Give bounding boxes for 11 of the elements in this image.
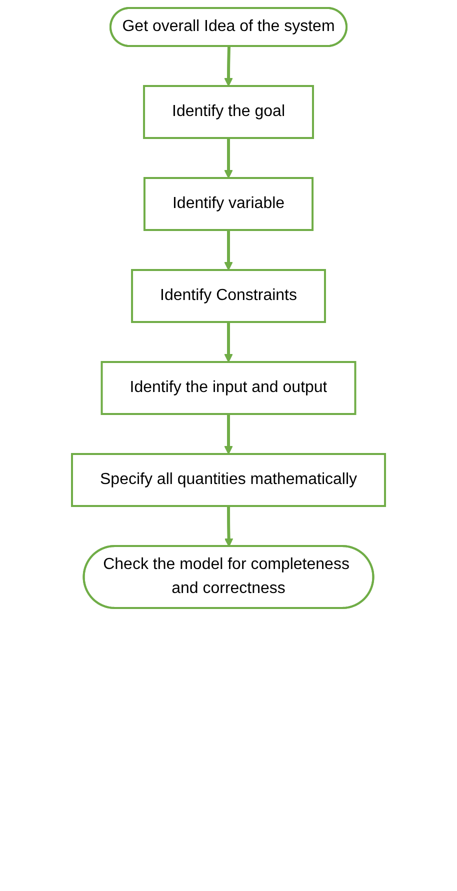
arrow: [224, 322, 233, 362]
arrow: [224, 414, 233, 454]
node-box: Identify Constraints: [131, 269, 326, 323]
node-box: Identify the goal: [143, 85, 314, 139]
node-box: Identify variable: [143, 177, 314, 231]
arrow: [224, 138, 233, 178]
node-box: Identify the input and output: [100, 361, 356, 415]
arrow: [224, 230, 233, 270]
arrow: [224, 46, 233, 86]
arrow: [224, 506, 234, 547]
node-box: Specify all quantities mathematically: [70, 453, 386, 507]
